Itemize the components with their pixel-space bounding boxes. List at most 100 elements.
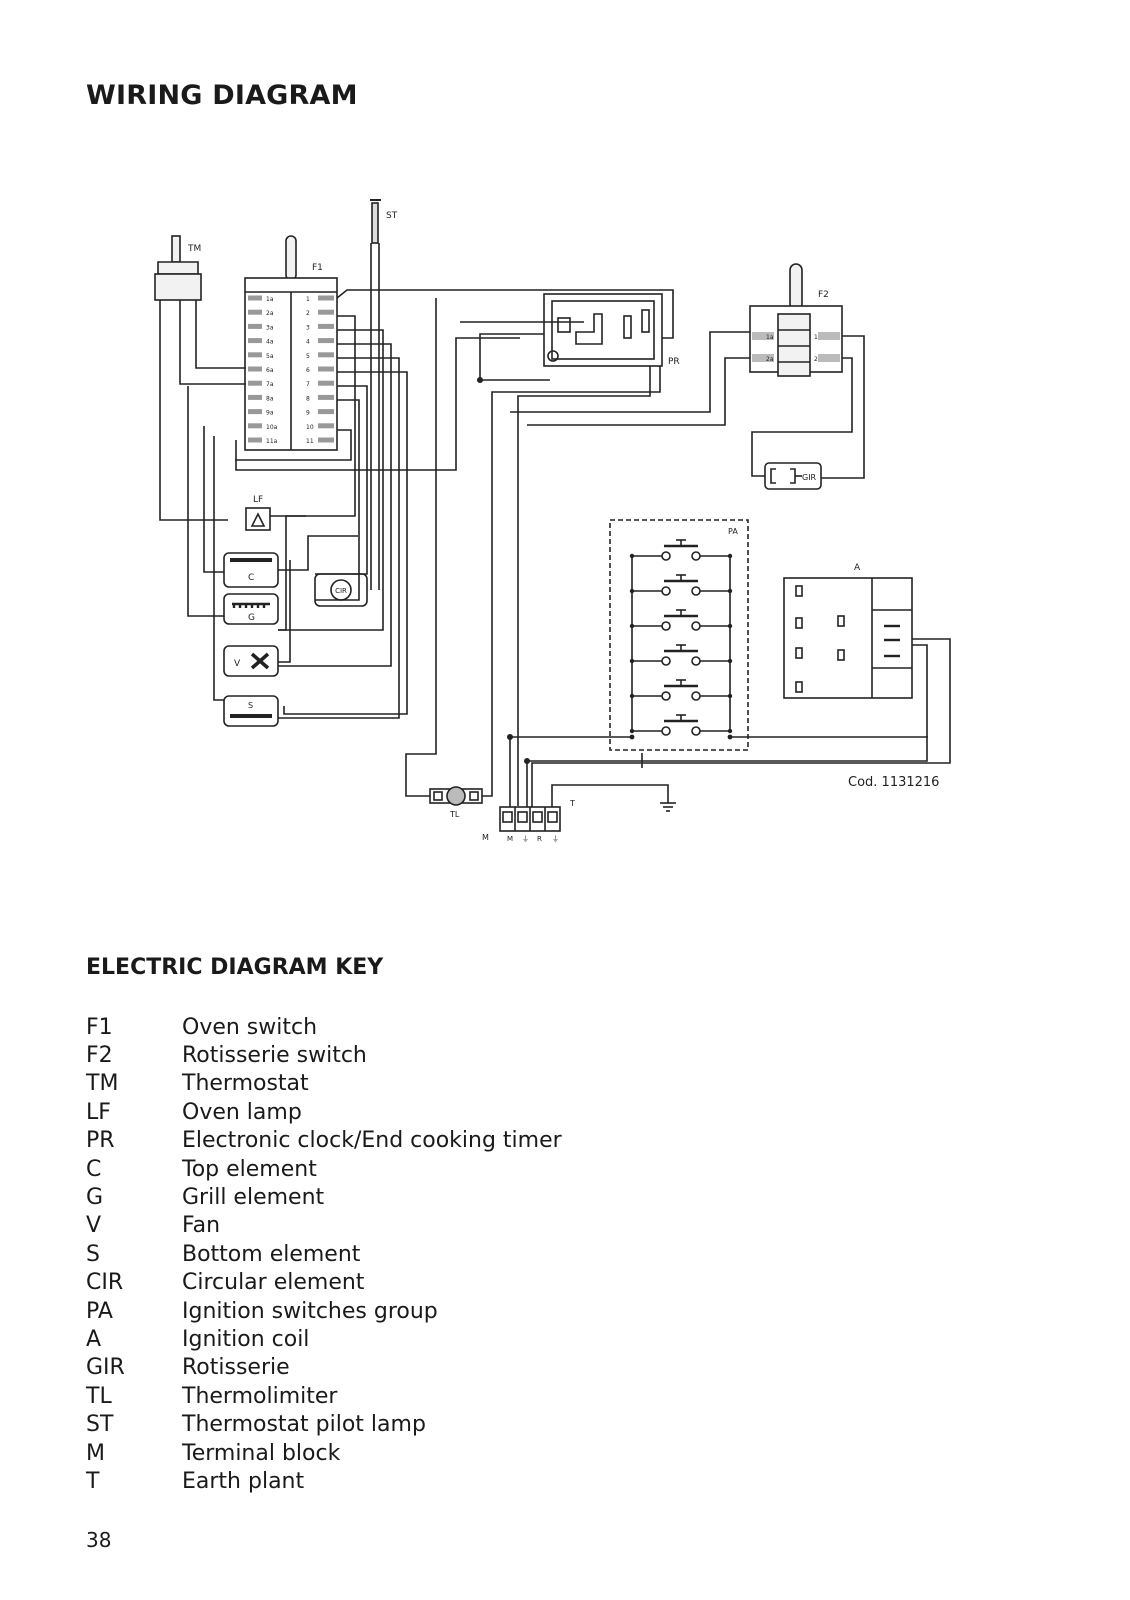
key-code: T bbox=[86, 1468, 100, 1494]
f1-right-terminal bbox=[318, 394, 334, 400]
thermolimiter: TL bbox=[429, 786, 483, 819]
t-label: T bbox=[569, 799, 575, 808]
f2-terminal-label: 2 bbox=[814, 356, 818, 363]
key-description: Ignition coil bbox=[182, 1326, 310, 1352]
key-item: F2 Rotisserie switch bbox=[86, 1041, 562, 1069]
f1-right-terminal-label: 6 bbox=[306, 367, 310, 374]
key-code: A bbox=[86, 1326, 102, 1352]
ignition-coil: A bbox=[783, 563, 913, 699]
key-code: V bbox=[86, 1213, 102, 1239]
electronic-clock: PR bbox=[543, 293, 680, 367]
f1-right-terminal-label: 9 bbox=[306, 410, 310, 417]
top-element: C bbox=[223, 552, 279, 588]
ignition-push-switch bbox=[629, 714, 733, 736]
key-code: GIR bbox=[86, 1355, 125, 1381]
key-description: Rotisserie switch bbox=[182, 1043, 367, 1069]
key-description: Thermostat pilot lamp bbox=[182, 1412, 426, 1438]
f1-label: F1 bbox=[312, 263, 323, 273]
key-code: F2 bbox=[86, 1043, 113, 1069]
f1-left-terminal bbox=[248, 323, 262, 329]
f1-right-terminal-label: 7 bbox=[306, 381, 310, 388]
f1-left-terminal-label: 9a bbox=[266, 410, 274, 417]
key-code: S bbox=[86, 1241, 100, 1267]
m-label: M bbox=[482, 833, 489, 842]
f1-left-terminal-label: 6a bbox=[266, 367, 274, 374]
f1-right-terminal bbox=[318, 409, 334, 415]
pa-label: PA bbox=[728, 527, 738, 536]
thermostat-pilot-lamp: ST bbox=[370, 199, 398, 590]
key-code: TM bbox=[86, 1071, 119, 1097]
pr-label: PR bbox=[668, 357, 680, 367]
c-label: C bbox=[248, 573, 254, 583]
f1-right-terminal-label: 5 bbox=[306, 353, 310, 360]
f1-right-terminal-label: 4 bbox=[306, 339, 310, 346]
f1-left-terminal-label: 3a bbox=[266, 324, 274, 331]
key-code: ST bbox=[86, 1412, 114, 1438]
terminal-block-mark: ⏚ bbox=[552, 835, 559, 843]
key-item: TM Thermostat bbox=[86, 1070, 562, 1098]
key-item: S Bottom element bbox=[86, 1240, 562, 1268]
f1-right-terminal-label: 1 bbox=[306, 296, 310, 303]
terminal-block-mark: R bbox=[537, 835, 542, 843]
thermostat: TM bbox=[154, 235, 202, 312]
terminal-block: M M ⏚ R ⏚ T bbox=[482, 799, 575, 843]
oven-lamp: LF bbox=[245, 495, 271, 531]
circular-element: CIR bbox=[314, 573, 368, 607]
terminal-block-mark: M bbox=[507, 835, 513, 843]
page-title: WIRING DIAGRAM bbox=[86, 80, 358, 111]
f1-left-terminal bbox=[248, 423, 262, 429]
key-code: TL bbox=[86, 1383, 112, 1409]
key-description: Rotisserie bbox=[182, 1355, 290, 1381]
ignition-push-switch bbox=[629, 609, 733, 631]
key-code: PR bbox=[86, 1128, 115, 1154]
a-label: A bbox=[854, 563, 861, 573]
f1-left-terminal-label: 2a bbox=[266, 310, 274, 317]
key-description: Terminal block bbox=[182, 1440, 341, 1466]
key-item: C Top element bbox=[86, 1155, 562, 1183]
junction-dots bbox=[477, 377, 733, 764]
key-description: Thermostat bbox=[182, 1071, 309, 1097]
wires bbox=[159, 289, 951, 807]
f1-left-terminal-label: 5a bbox=[266, 353, 274, 360]
key-description: Top element bbox=[182, 1156, 317, 1182]
bottom-element: S bbox=[223, 695, 279, 727]
f1-right-terminal-label: 8 bbox=[306, 395, 310, 402]
key-description: Oven switch bbox=[182, 1014, 318, 1040]
f1-left-terminal-label: 8a bbox=[266, 395, 274, 402]
f2-terminal-label: 2a bbox=[766, 356, 774, 363]
terminal-block-mark: ⏚ bbox=[522, 835, 529, 843]
key-description: Fan bbox=[182, 1213, 221, 1239]
key-code: F1 bbox=[86, 1014, 113, 1040]
key-code: C bbox=[86, 1156, 102, 1182]
s-label: S bbox=[248, 701, 253, 710]
key-description: Bottom element bbox=[182, 1241, 361, 1267]
f1-left-terminal-label: 4a bbox=[266, 339, 274, 346]
f1-left-terminal bbox=[248, 380, 262, 386]
key-description: Grill element bbox=[182, 1185, 325, 1211]
f1-left-terminal-label: 10a bbox=[266, 424, 278, 431]
key-code: LF bbox=[86, 1099, 111, 1125]
ignition-push-switch bbox=[629, 644, 733, 666]
f1-left-terminal bbox=[248, 437, 262, 443]
key-code: CIR bbox=[86, 1270, 124, 1296]
f1-right-terminal bbox=[318, 352, 334, 358]
f1-right-terminal-label: 3 bbox=[306, 324, 310, 331]
ignition-switches-group: PA bbox=[609, 519, 749, 751]
f1-left-terminal bbox=[248, 338, 262, 344]
lf-label: LF bbox=[253, 495, 263, 505]
st-label: ST bbox=[386, 211, 398, 221]
f1-left-terminal bbox=[248, 409, 262, 415]
ignition-push-switch bbox=[629, 539, 733, 561]
gir-label: GIR bbox=[802, 473, 817, 482]
key-item: F1 Oven switch bbox=[86, 1013, 562, 1041]
key-item: A Ignition coil bbox=[86, 1325, 562, 1353]
f1-right-terminal-label: 2 bbox=[306, 310, 310, 317]
f1-right-terminal bbox=[318, 437, 334, 443]
f1-right-terminal bbox=[318, 338, 334, 344]
